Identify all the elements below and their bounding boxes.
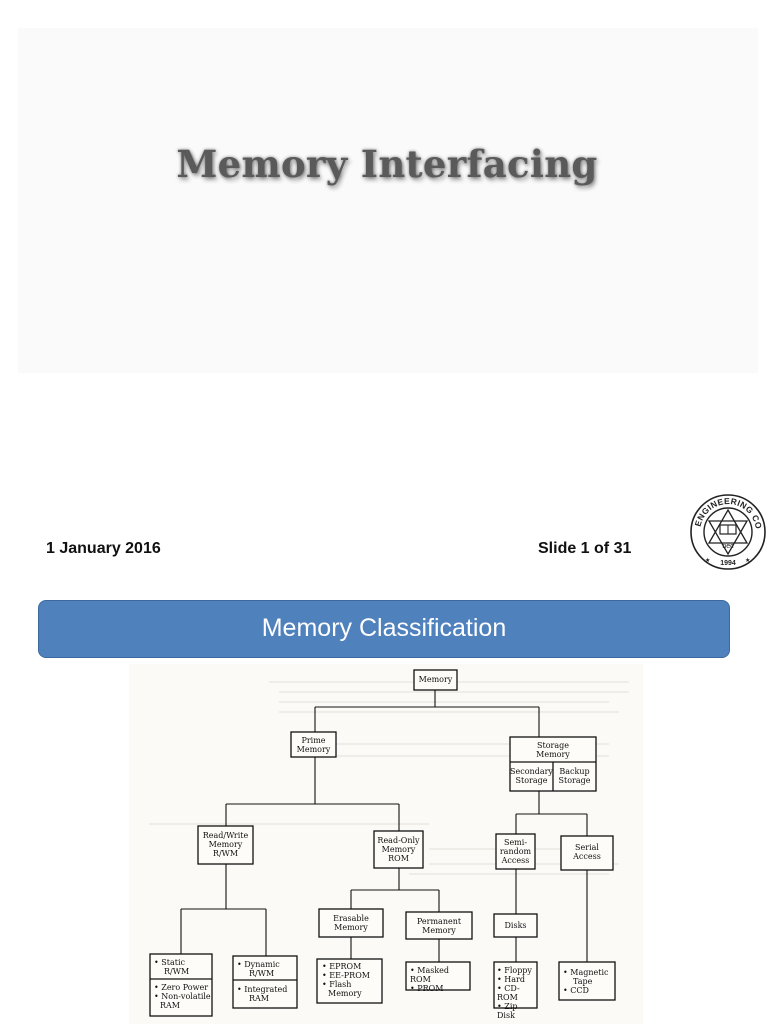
node-dynamic-bottom: • Integrated RAM — [237, 985, 297, 1003]
node-semirandom-line-1: Semi- — [503, 838, 528, 847]
node-semirandom: Semi- random Access — [496, 838, 535, 865]
node-rwm: Read/Write Memory R/WM — [198, 831, 253, 858]
node-prime: Prime Memory — [291, 736, 336, 754]
node-semirandom-line-3: Access — [501, 856, 530, 865]
title-slide: Memory Interfacing 1 January 2016 Slide … — [18, 28, 766, 570]
node-rom-line-2: Memory — [381, 845, 416, 854]
node-serial-list-line-1: • Magnetic — [563, 968, 609, 977]
node-memory-box — [413, 669, 458, 691]
node-static-top-line-1: • Static — [154, 958, 185, 967]
logo-year: 1994 — [720, 560, 736, 567]
node-dynamic-bottom-line-1: • Integrated — [237, 985, 288, 994]
node-permanent-line-1: Permanent — [416, 917, 462, 926]
node-static-box — [149, 953, 213, 1017]
node-static-top-line-2: R/WM — [164, 967, 190, 976]
college-logo: NEPAL ENGINEERING COLLEGE nec 1994 ★ ★ — [688, 486, 766, 570]
node-prime-line-1: Prime — [301, 736, 326, 745]
logo-initials: nec — [722, 543, 734, 550]
node-dynamic-bottom-line-2: RAM — [249, 994, 269, 1003]
node-backup: Backup Storage — [553, 767, 596, 785]
node-serial-list-line-3: • CCD — [563, 986, 589, 995]
node-memory: Memory — [418, 675, 453, 684]
connector-lines — [180, 690, 588, 962]
node-backup-line-1: Backup — [559, 767, 590, 776]
node-permanent-line-2: Memory — [422, 926, 456, 935]
node-erasable-line-2: Memory — [334, 923, 368, 932]
node-erasable-list-line-3: • Flash — [322, 980, 352, 989]
node-static-bottom-line-3: RAM — [160, 1001, 180, 1010]
node-serial-list: • Magnetic Tape • CCD — [563, 968, 615, 995]
node-disks-list-line-4: • Zip Disk — [497, 1002, 518, 1020]
node-permanent: Permanent Memory — [406, 917, 472, 935]
node-dynamic-box — [232, 955, 298, 1009]
memory-classification-diagram: Memory Prime Memory Storage Memory Secon… — [129, 664, 643, 1024]
node-rwm-line-3: R/WM — [212, 849, 239, 858]
node-rom-line-3: ROM — [388, 854, 409, 863]
node-rom-line-1: Read-Only — [377, 836, 420, 845]
node-serial-line-2: Access — [573, 852, 601, 861]
node-permanent-list-box — [405, 961, 471, 991]
slide-date: 1 January 2016 — [46, 540, 161, 557]
node-erasable-line-1: Erasable — [333, 914, 369, 923]
node-storage: Storage Memory — [510, 741, 596, 759]
node-static-top: • Static R/WM — [154, 958, 212, 976]
svg-text:★: ★ — [745, 557, 750, 564]
node-storage-line-1: Storage — [537, 741, 569, 750]
node-dynamic-top-line-1: • Dynamic — [237, 960, 280, 969]
title-slide-background — [18, 28, 758, 373]
node-dynamic-top-line-2: R/WM — [249, 969, 275, 978]
slide-number: Slide 1 of 31 — [538, 540, 632, 557]
node-permanent-list-line-1: • Masked ROM — [410, 966, 450, 984]
node-secondary: Secondary Storage — [510, 767, 553, 785]
node-erasable-list-line-2: • EE-PROM — [322, 971, 370, 980]
node-erasable-box — [318, 908, 384, 938]
node-backup-line-2: Storage — [558, 776, 591, 785]
node-rwm-line-2: Memory — [208, 840, 243, 849]
node-rwm-box — [197, 825, 254, 865]
node-erasable-list-box — [316, 958, 383, 1004]
node-boxes — [149, 669, 616, 1017]
node-static-bottom-line-2: • Non-volatile — [154, 992, 211, 1001]
node-permanent-list: • Masked ROM • PROM — [410, 966, 470, 993]
node-prime-line-2: Memory — [296, 745, 331, 754]
node-rom-box — [373, 830, 424, 869]
node-semirandom-box — [495, 833, 536, 870]
node-erasable-list-line-4: Memory — [328, 989, 362, 998]
node-serial-line-1: Serial — [575, 843, 599, 852]
node-secondary-line-1: Secondary — [510, 767, 553, 776]
node-serial-box — [560, 835, 614, 871]
node-serial: Serial Access — [561, 843, 613, 861]
node-serial-list-box — [558, 961, 616, 1001]
node-rwm-line-1: Read/Write — [202, 831, 249, 840]
node-prime-box — [290, 731, 337, 758]
node-storage-line-2: Memory — [536, 750, 570, 759]
node-erasable-list-line-1: • EPROM — [322, 962, 362, 971]
section-title-banner: Memory Classification — [38, 600, 730, 658]
node-rom: Read-Only Memory ROM — [374, 836, 423, 863]
node-disks-list-line-2: • Hard — [497, 975, 525, 984]
svg-text:★: ★ — [705, 557, 710, 564]
node-disks-box — [493, 913, 538, 938]
node-permanent-list-line-2: • PROM — [410, 984, 444, 993]
node-dynamic-top: • Dynamic R/WM — [237, 960, 297, 978]
node-disks-list-box — [493, 961, 538, 1009]
node-static-bottom-line-1: • Zero Power — [154, 983, 209, 992]
node-serial-list-line-2: Tape — [573, 977, 593, 986]
node-disks-list-line-1: • Floppy — [497, 966, 532, 975]
node-permanent-box — [405, 911, 473, 940]
slide-title: Memory Interfacing — [176, 142, 598, 186]
node-semirandom-line-2: random — [499, 847, 532, 856]
node-static-bottom: • Zero Power • Non-volatile RAM — [154, 983, 212, 1010]
node-erasable-list: • EPROM • EE-PROM • Flash Memory — [322, 962, 382, 998]
node-secondary-line-2: Storage — [515, 776, 548, 785]
node-disks-list-line-3: • CD-ROM — [497, 984, 520, 1002]
diagram-svg — [149, 669, 629, 1017]
node-disks-list: • Floppy • Hard • CD-ROM • Zip Disk — [497, 966, 537, 1020]
node-disks: Disks — [504, 921, 527, 930]
node-erasable: Erasable Memory — [319, 914, 383, 932]
